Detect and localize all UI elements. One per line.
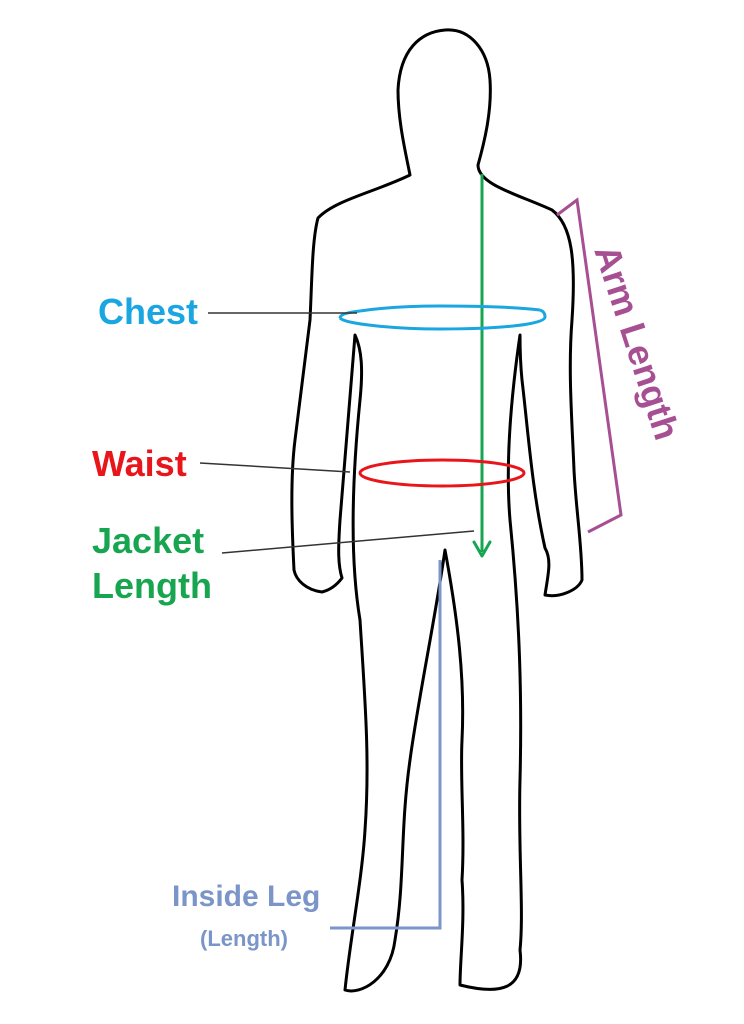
jacket-length-label-line2: Length: [92, 565, 212, 606]
jacket-length-leader-line: [221, 530, 475, 554]
body-silhouette: [290, 28, 584, 993]
inside-leg-line: [330, 560, 442, 930]
arm-length-bracket: [556, 197, 623, 534]
waist-label: Waist: [92, 443, 187, 484]
inside-leg-sublabel: (Length): [200, 926, 288, 951]
arm-length-label: Arm Length: [586, 240, 687, 445]
jacket-length-label-line1: Jacket: [92, 520, 204, 561]
chest-ring-front: [338, 308, 547, 331]
jacket-length-arrowhead: [472, 540, 492, 558]
chest-ring-back: [359, 304, 541, 313]
inside-leg-label: Inside Leg: [172, 880, 320, 913]
waist-ring: [358, 458, 526, 488]
chest-label: Chest: [98, 291, 198, 332]
waist-leader-line: [199, 462, 351, 473]
